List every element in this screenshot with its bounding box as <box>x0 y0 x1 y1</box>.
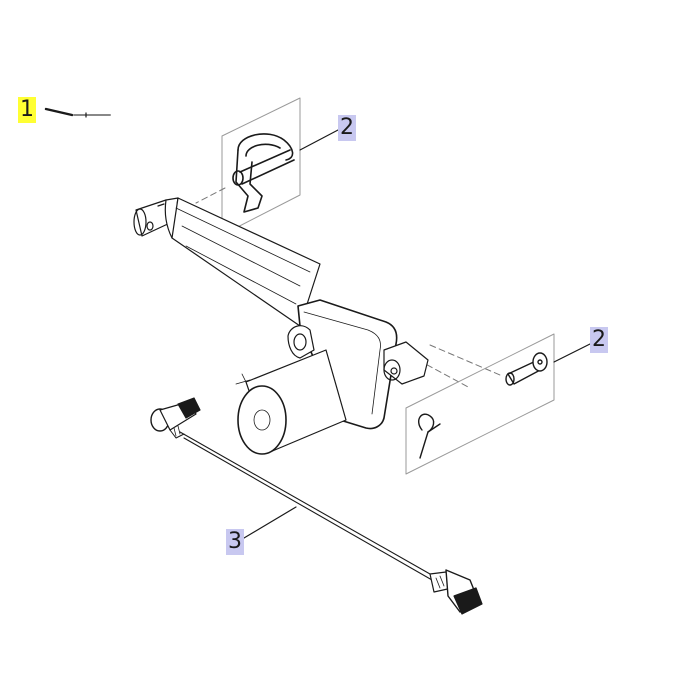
pin-glyph <box>44 107 111 118</box>
callout-item-2-upper: 2 <box>338 115 356 141</box>
lower-pin-panel <box>405 333 555 475</box>
callout-item-2-lower: 2 <box>590 327 608 353</box>
cotter-pin-part <box>418 413 441 459</box>
cable-assembly <box>150 397 483 615</box>
upper-clip-panel <box>221 97 301 236</box>
clevis-pin-part <box>505 352 548 386</box>
leader-line-2-lower <box>553 343 591 363</box>
callout-item-3: 3 <box>226 529 244 555</box>
leader-line-3 <box>243 506 297 539</box>
clip-part <box>232 133 295 213</box>
callout-item-1: 1 <box>18 97 36 123</box>
linear-actuator <box>133 197 429 455</box>
leader-line-2-upper <box>299 129 339 151</box>
